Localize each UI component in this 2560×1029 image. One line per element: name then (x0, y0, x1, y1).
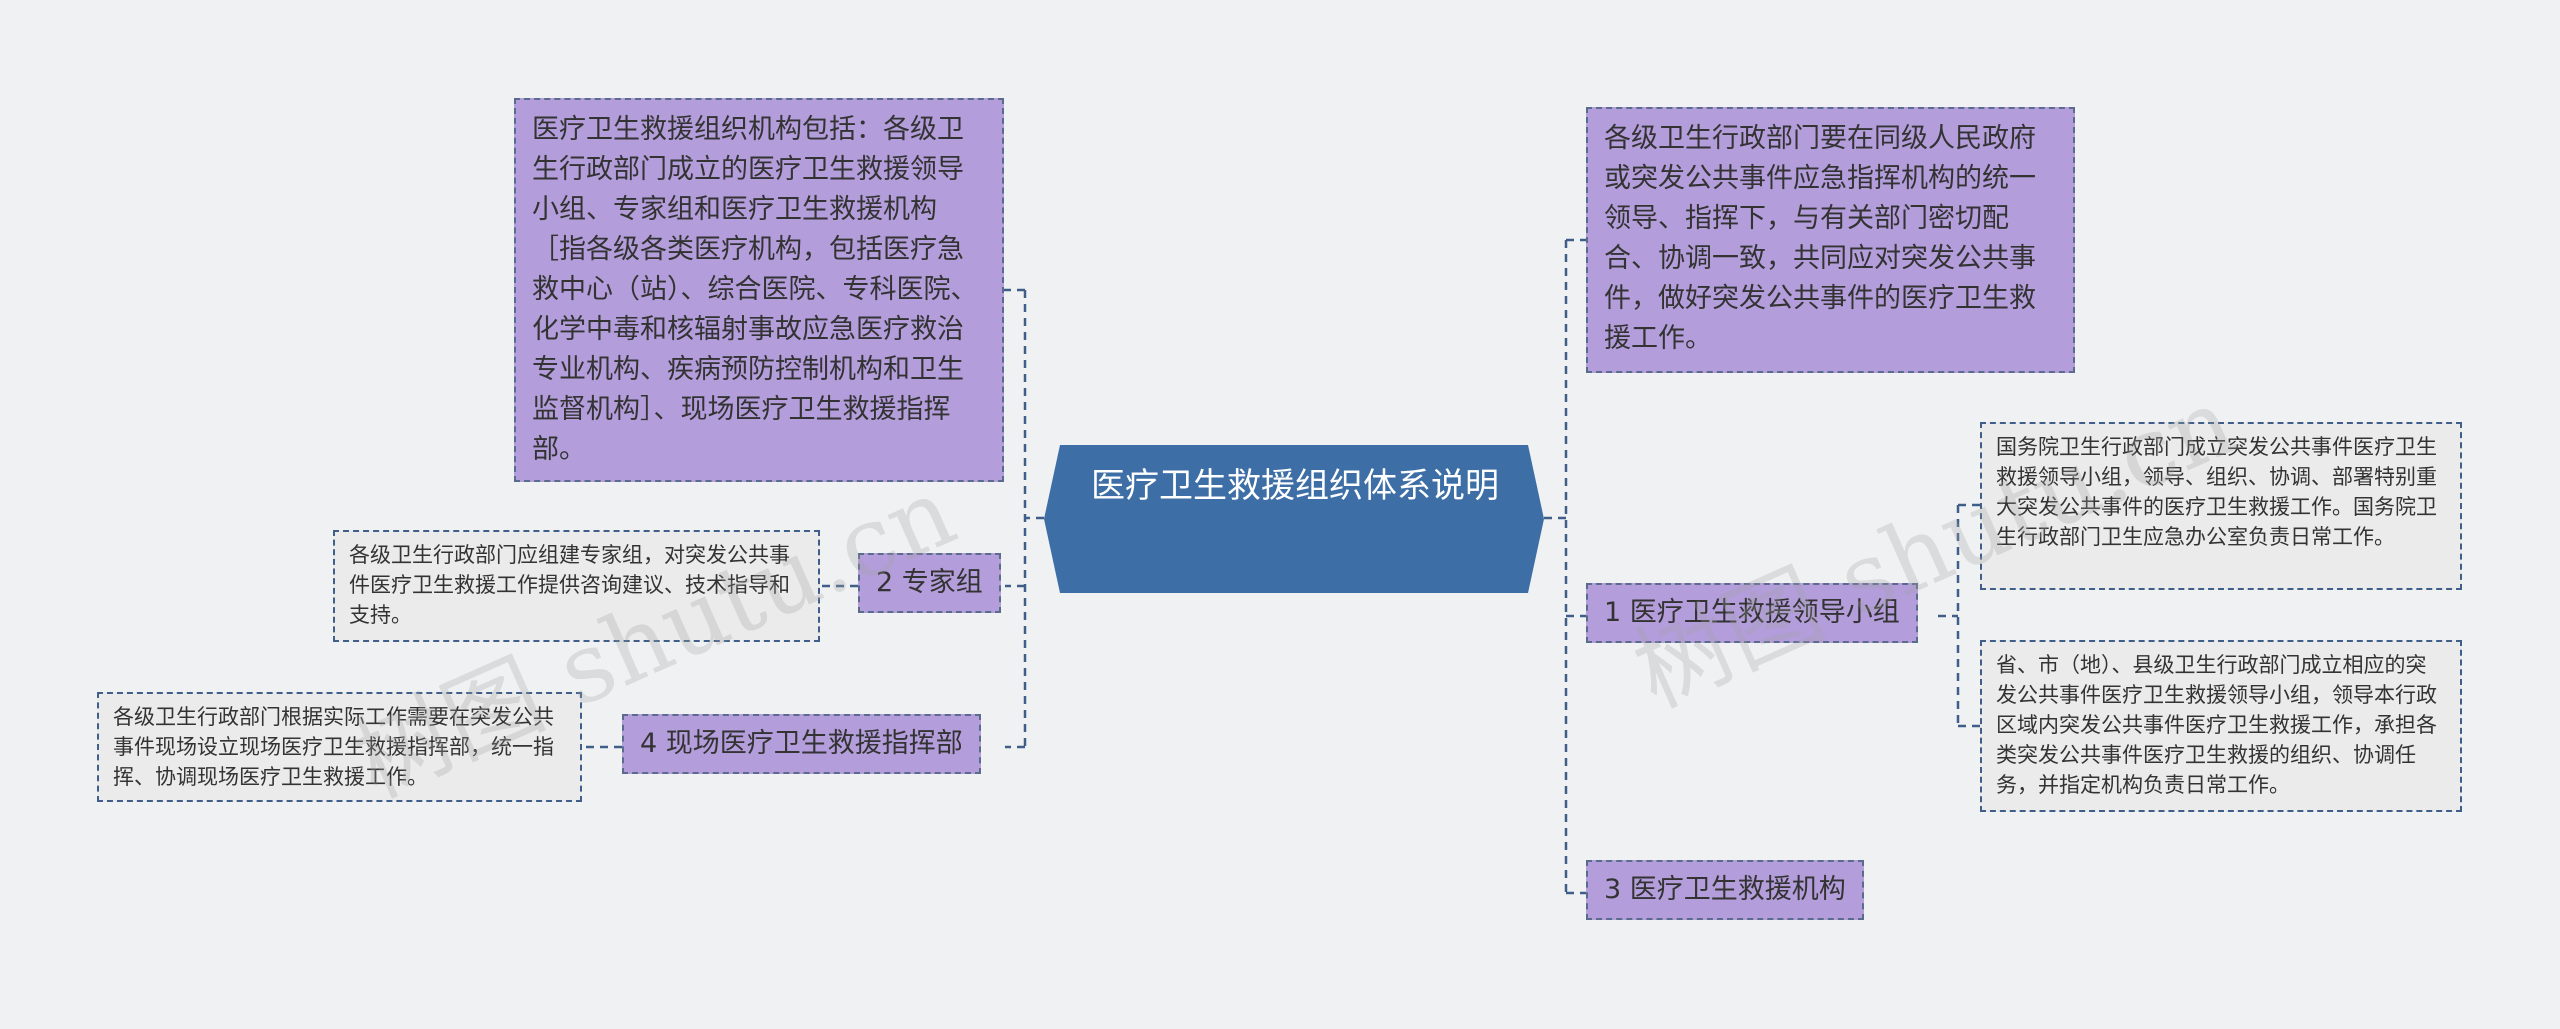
field-command-detail: 各级卫生行政部门根据实际工作需要在突发公共事件现场设立现场医疗卫生救援指挥部，统… (97, 692, 582, 802)
leading-group-national-detail: 国务院卫生行政部门成立突发公共事件医疗卫生救援领导小组，领导、组织、协调、部署特… (1980, 422, 2462, 590)
center-node-shape (1044, 445, 1544, 593)
expert-group-node: 2 专家组 (858, 553, 1001, 613)
leading-group-node: 1 医疗卫生救援领导小组 (1586, 583, 1918, 643)
center-node-title: 医疗卫生救援组织体系说明 (1091, 466, 1499, 506)
leading-group-local-detail: 省、市（地）、县级卫生行政部门成立相应的突发公共事件医疗卫生救援领导小组，领导本… (1980, 640, 2462, 812)
left-intro-node: 医疗卫生救援组织机构包括：各级卫生行政部门成立的医疗卫生救援领导小组、专家组和医… (514, 98, 1004, 482)
field-command-node: 4 现场医疗卫生救援指挥部 (622, 714, 981, 774)
rescue-agency-node: 3 医疗卫生救援机构 (1586, 860, 1864, 920)
right-intro-node: 各级卫生行政部门要在同级人民政府或突发公共事件应急指挥机构的统一领导、指挥下，与… (1586, 107, 2075, 373)
expert-group-detail: 各级卫生行政部门应组建专家组，对突发公共事件医疗卫生救援工作提供咨询建议、技术指… (333, 530, 820, 642)
